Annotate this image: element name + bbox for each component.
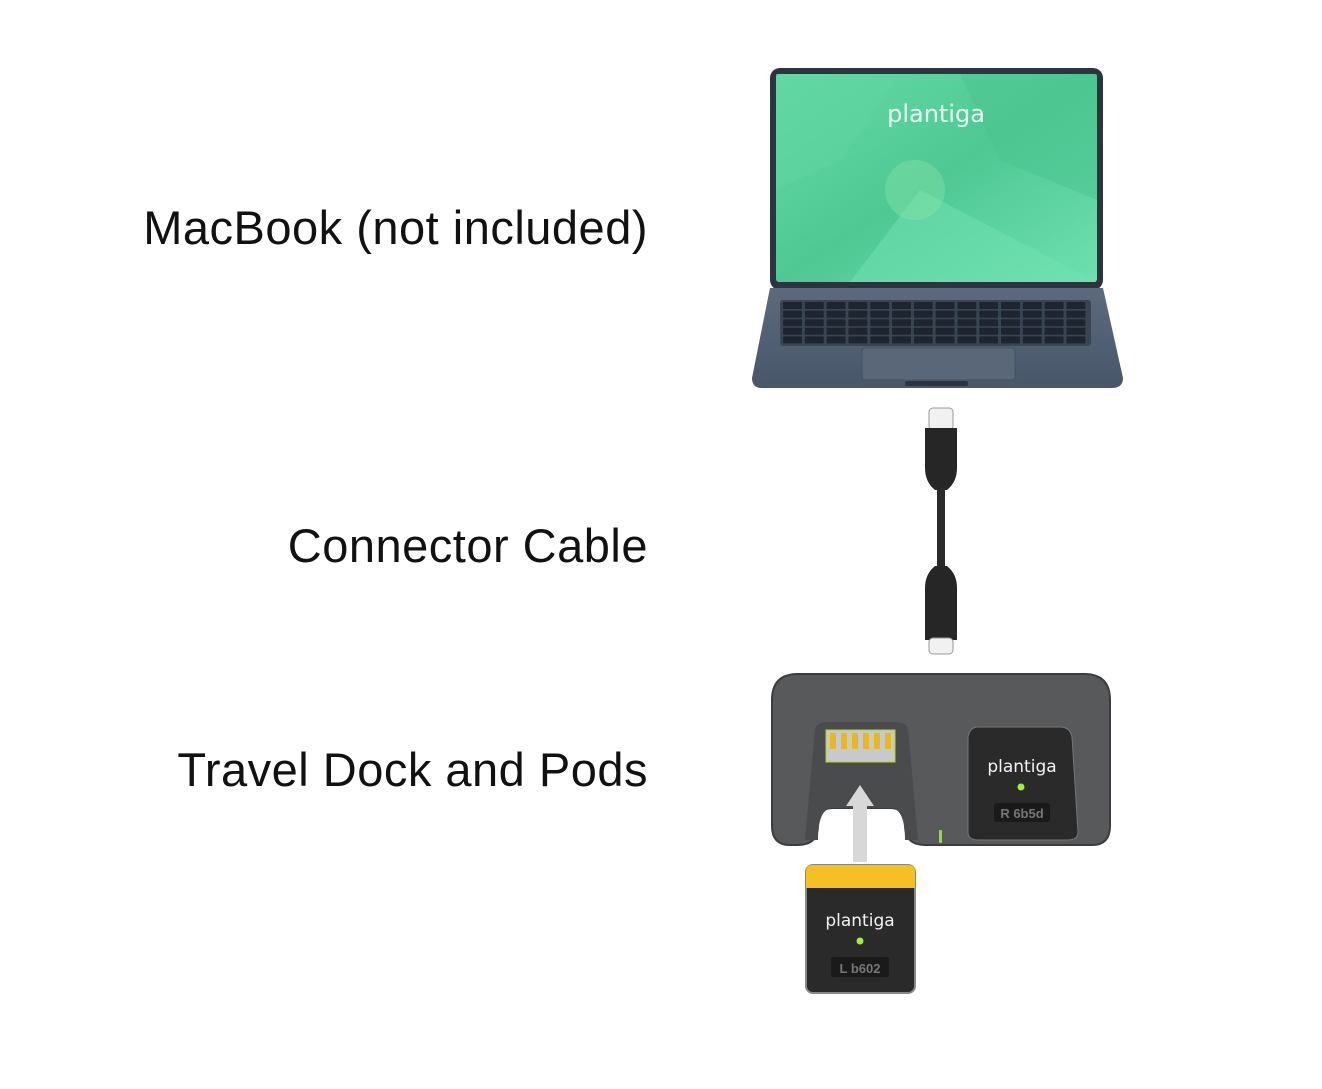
keyboard-key	[870, 319, 890, 327]
macbook-illustration: plantiga	[752, 68, 1123, 388]
keyboard-key	[913, 302, 933, 309]
keyboard-key	[892, 327, 911, 335]
keyboard-key	[1044, 302, 1064, 309]
pod-right-id: R 6b5d	[1000, 806, 1043, 821]
keyboard-key	[957, 310, 977, 318]
keyboard-key	[979, 319, 999, 327]
keyboard-key	[979, 310, 999, 318]
connector-cable-label: Connector Cable	[287, 519, 648, 572]
keyboard-key	[1044, 319, 1064, 327]
keyboard-key	[935, 327, 955, 335]
dock-led	[939, 830, 942, 843]
keyboard-key	[870, 327, 890, 335]
insert-arrow-icon	[846, 785, 874, 862]
keyboard-key	[826, 336, 846, 344]
keyboard-key	[783, 327, 802, 335]
keyboard-key	[935, 310, 955, 318]
trackpad	[861, 347, 1016, 381]
dock-connector-pins	[825, 729, 896, 763]
pod-right: plantiga R 6b5d	[967, 726, 1079, 841]
keyboard-key	[957, 327, 977, 335]
keyboard-key	[1044, 327, 1064, 335]
keyboard-key	[826, 319, 846, 327]
keyboard-key	[892, 310, 911, 318]
pod-right-logo: plantiga	[987, 757, 1056, 777]
keyboard-key	[892, 302, 911, 309]
keyboard-key	[892, 319, 911, 327]
keyboard-key	[1001, 327, 1020, 335]
travel-dock-label: Travel Dock and Pods	[177, 743, 648, 796]
keyboard-key	[979, 336, 999, 344]
keyboard-key	[783, 302, 802, 309]
keyboard-key	[804, 310, 824, 318]
keyboard-key	[804, 327, 824, 335]
keyboard-key	[913, 319, 933, 327]
keyboard-key	[1001, 336, 1020, 344]
keyboard-key	[913, 310, 933, 318]
keyboard-key	[848, 319, 868, 327]
keyboard-key	[783, 310, 802, 318]
pod-left-logo: plantiga	[825, 911, 894, 931]
keyboard-key	[1001, 310, 1020, 318]
keyboard-key	[1044, 336, 1064, 344]
keyboard-key	[1001, 302, 1020, 309]
laptop-screen-logo: plantiga	[887, 100, 985, 128]
keyboard-key	[1066, 327, 1086, 335]
keyboard-key	[1022, 327, 1042, 335]
keyboard-key	[913, 336, 933, 344]
keyboard-key	[826, 310, 846, 318]
keyboard-key	[935, 302, 955, 309]
keyboard-key	[826, 327, 846, 335]
keyboard-key	[935, 336, 955, 344]
keyboard-key	[1066, 310, 1086, 318]
keyboard-key	[826, 302, 846, 309]
keyboard-key	[783, 336, 802, 344]
keyboard-key	[783, 319, 802, 327]
keyboard-key	[1022, 336, 1042, 344]
keyboard-key	[892, 336, 911, 344]
keyboard-key	[848, 327, 868, 335]
keyboard-key	[870, 336, 890, 344]
keyboard-key	[957, 302, 977, 309]
keyboard-key	[848, 336, 868, 344]
keyboard-key	[1066, 302, 1086, 309]
keyboard-key	[1022, 319, 1042, 327]
macbook-label: MacBook (not included)	[143, 201, 648, 254]
pod-left-id: L b602	[840, 961, 881, 976]
keyboard-key	[870, 302, 890, 309]
keyboard-key	[848, 310, 868, 318]
keyboard-key	[1001, 319, 1020, 327]
keyboard-key	[804, 319, 824, 327]
keyboard-key	[1044, 310, 1064, 318]
keyboard-key	[1022, 310, 1042, 318]
keyboard-key	[848, 302, 868, 309]
keyboard-key	[913, 327, 933, 335]
keyboard-key	[1066, 336, 1086, 344]
connector-cable-illustration	[925, 407, 957, 655]
keyboard-key	[1022, 302, 1042, 309]
keyboard-key	[935, 319, 955, 327]
keyboard-key	[979, 302, 999, 309]
pod-left: plantiga L b602	[805, 864, 916, 994]
keyboard-key	[804, 302, 824, 309]
keyboard-key	[957, 336, 977, 344]
keyboard-key	[870, 310, 890, 318]
keyboard-key	[957, 319, 977, 327]
keyboard-key	[804, 336, 824, 344]
keyboard-key	[979, 327, 999, 335]
travel-dock-illustration: plantiga R 6b5d	[771, 673, 1111, 862]
keyboard-key	[1066, 319, 1086, 327]
